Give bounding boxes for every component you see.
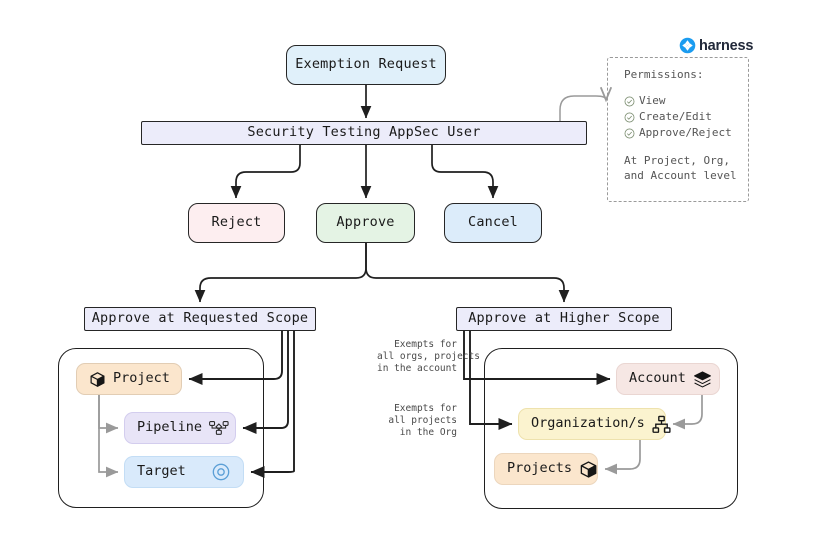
node-projects[interactable]: Projects (494, 453, 598, 485)
edge-user-to-actions (230, 145, 499, 199)
permissions-panel: Permissions: View Create/Edit (607, 57, 749, 202)
edge-approve-to-scopes (194, 243, 570, 303)
edge-label-org-scope: Exempts for all projects in the Org (388, 403, 457, 438)
harness-mark-icon (679, 37, 696, 54)
permission-item-create-edit: Create/Edit (624, 109, 748, 125)
node-label: Exemption Request (295, 56, 437, 73)
permission-item-view: View (624, 93, 748, 109)
edge-label-account-scope: Exempts for all orgs, projects in the ac… (377, 339, 480, 374)
higher-scope-cluster (484, 348, 738, 509)
node-label: Organization/s (531, 415, 645, 432)
node-label: Approve at Requested Scope (91, 310, 309, 327)
node-label: Security Testing AppSec User (247, 124, 481, 141)
check-circle-icon (624, 96, 635, 107)
edge-account-to-org (672, 395, 703, 430)
cube-icon (89, 371, 106, 388)
permission-label: Create/Edit (639, 110, 712, 123)
permission-label: View (639, 94, 666, 107)
permissions-title: Permissions: (624, 68, 704, 81)
node-exemption-request[interactable]: Exemption Request (286, 45, 446, 85)
permission-label: Approve/Reject (639, 126, 732, 139)
edge-project-to-children (98, 395, 119, 478)
node-label: Reject (211, 214, 262, 231)
harness-logo: harness (679, 37, 753, 54)
node-label: Cancel (468, 214, 518, 231)
node-approve-at-higher-scope[interactable]: Approve at Higher Scope (456, 307, 672, 331)
target-circles-icon (211, 462, 231, 482)
pipeline-nodes-icon (209, 420, 229, 437)
check-circle-icon (624, 112, 635, 123)
edge-requested-scope-bus (188, 331, 295, 479)
node-label: Project (113, 370, 170, 387)
check-circle-icon (624, 128, 635, 139)
node-label: Approve at Higher Scope (468, 310, 660, 327)
node-organizations[interactable]: Organization/s (518, 408, 671, 440)
requested-scope-cluster (58, 348, 264, 508)
node-target[interactable]: Target (124, 456, 244, 488)
node-label: Projects (507, 460, 573, 477)
node-cancel[interactable]: Cancel (444, 203, 542, 243)
node-label: Pipeline (137, 419, 203, 436)
node-label: Account (629, 370, 686, 387)
edge-org-to-projects (604, 440, 641, 475)
layers-icon (693, 370, 712, 389)
node-reject[interactable]: Reject (188, 203, 285, 243)
permissions-footer: At Project, Org, and Account level (624, 154, 737, 182)
edge-higher-scope-bus (463, 331, 611, 431)
node-security-testing-appsec-user[interactable]: Security Testing AppSec User (141, 121, 587, 145)
harness-wordmark: harness (699, 37, 754, 54)
cube-icon (579, 460, 598, 479)
node-approve[interactable]: Approve (316, 203, 415, 243)
node-project[interactable]: Project (76, 363, 182, 395)
node-label: Approve (336, 214, 395, 231)
edge-user-to-permissions (559, 96, 606, 121)
node-account[interactable]: Account (616, 363, 720, 395)
node-label: Target (137, 463, 186, 480)
node-pipeline[interactable]: Pipeline (124, 412, 236, 444)
permission-item-approve-reject: Approve/Reject (624, 125, 748, 141)
org-hierarchy-icon (652, 415, 671, 434)
node-approve-at-requested-scope[interactable]: Approve at Requested Scope (84, 307, 316, 331)
